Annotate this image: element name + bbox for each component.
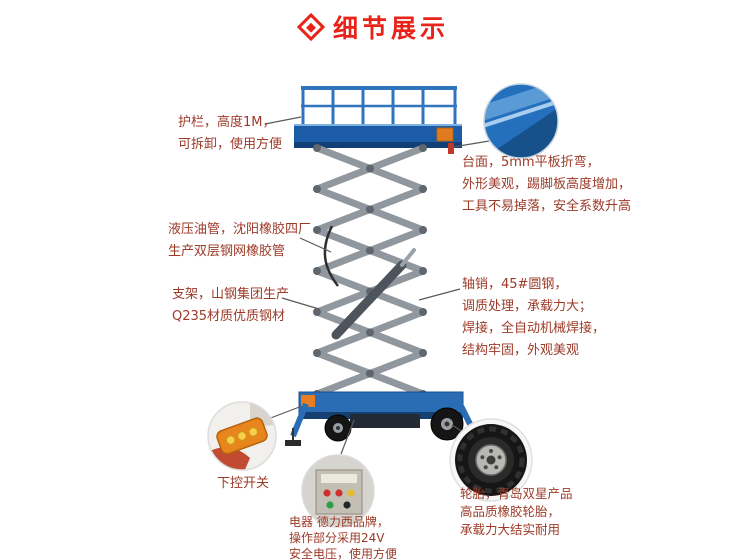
note-line: 液压油管，沈阳橡胶四厂 [168,222,312,237]
wheel-right [430,407,464,441]
callout-hydraulic-hose: 液压油管，沈阳橡胶四厂 生产双层钢网橡胶管 [168,219,311,263]
note-line: 可拆卸，使用方便 [178,137,283,152]
note-line: 高品质橡胶轮胎， [460,504,561,519]
callout-axle-pin: 轴销，45#圆钢， 调质处理，承载力大； 焊接，全自动机械焊接， 结构牢固，外观… [462,274,605,362]
scissor-mechanism [313,144,427,398]
callout-line-remote [267,405,303,420]
note-line: 外形美观，踢脚板高度增加， [462,177,632,192]
callout-guardrail: 护栏，高度1M， 可拆卸，使用方便 [178,112,282,156]
note-line: 工具不易掉落，安全系数升高 [462,199,632,214]
callout-line-frame [281,297,320,310]
callout-line-platform [452,140,490,148]
detail-photo-control-panel [301,454,375,528]
chassis-base [298,391,464,428]
callout-lower-control-switch: 下控开关 [204,473,282,495]
note-line: 轴销，45#圆钢， [462,277,568,292]
detail-photo-remote-control [207,401,277,471]
callout-lines [264,116,490,455]
callout-support-frame: 支架，山钢集团生产 Q235材质优质钢材 [172,284,289,328]
note-line: 结构牢固，外观美观 [462,343,580,358]
platform-deck [294,124,462,154]
callout-line-guardrail [264,116,302,125]
callout-line-hose [299,237,332,253]
note-line: 轮胎，青岛双星产品 [460,486,573,501]
note-line: 支架，山钢集团生产 [172,287,290,302]
callout-electric: 电器 德力西品牌， 操作部分采用24V 安全电压，使用方便 [289,514,397,560]
note-line: 生产双层钢网橡胶管 [168,244,286,259]
note-line: 焊接，全自动机械焊接， [462,321,606,336]
callout-tire: 轮胎，青岛双星产品 高品质橡胶轮胎， 承载力大结实耐用 [460,485,573,539]
callout-line-electric [340,419,355,455]
page-title-row: 细节展示 [0,12,750,43]
platform-railing [301,86,457,124]
detail-photo-tire [449,418,533,502]
note-line: 护栏，高度1M， [178,115,276,130]
note-line: 台面，5mm平板折弯， [462,155,600,170]
hydraulic-cylinder [331,248,416,340]
note-line: 电器 德力西品牌， [289,515,389,529]
hanging-pendant [448,143,454,154]
note-line: 调质处理，承载力大； [462,299,593,314]
hydraulic-hose [323,225,339,287]
note-line: 安全电压，使用方便 [289,547,398,560]
page-title: 细节展示 [332,14,449,43]
note-line: Q235材质优质钢材 [172,309,286,324]
callout-platform: 台面，5mm平板折弯， 外形美观，踢脚板高度增加， 工具不易掉落，安全系数升高 [462,152,631,218]
callout-line-pin [418,288,461,301]
note-line: 承载力大结实耐用 [460,522,561,537]
detail-photo-platform [483,83,559,159]
note-line: 操作部分采用24V [289,531,385,545]
note-line: 下控开关 [216,476,269,491]
outrigger-left [285,402,309,446]
platform-control-box [436,127,454,142]
wheel-left [324,414,352,442]
